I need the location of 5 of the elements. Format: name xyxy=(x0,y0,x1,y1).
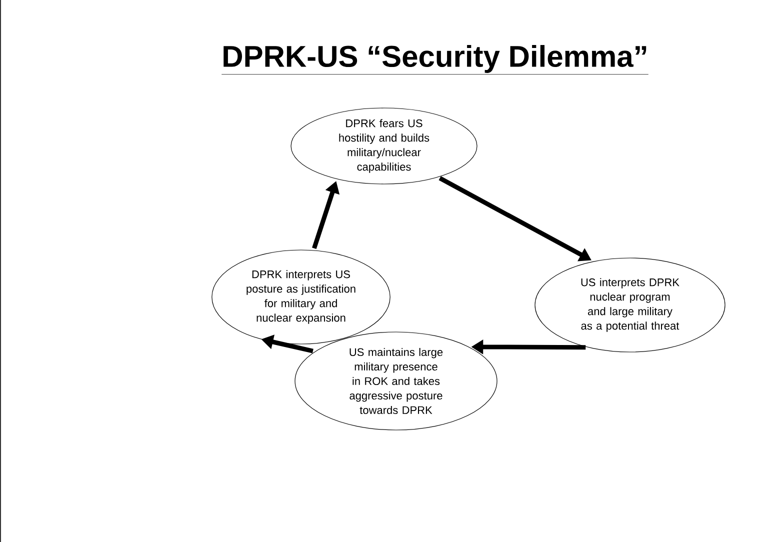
ellipse-node: US interprets DPRK nuclear program and large military as a potential threat xyxy=(534,258,726,352)
ellipse-node: DPRK interprets US posture as justification for military and nuclear expansion xyxy=(212,250,390,344)
ellipse-node: US maintains large military presence in ROK and takes aggressive posture towards DPRK xyxy=(294,332,498,430)
ellipse-node: DPRK fears US hostility and builds military/nuclear capabilities xyxy=(290,108,478,184)
title: DPRK-US “Security Dilemma” xyxy=(221,45,649,75)
